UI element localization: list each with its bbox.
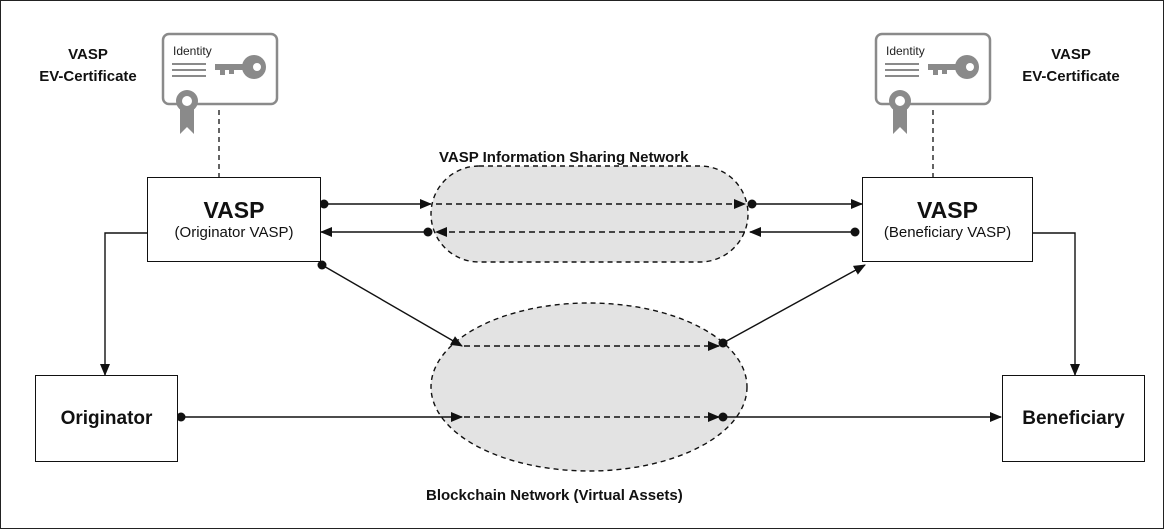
blockchain-network-ellipse [430, 302, 748, 472]
right-seal-icon [889, 90, 911, 134]
originator-node: Originator [35, 375, 178, 462]
left-certificate-label-line2: EV-Certificate [39, 68, 137, 85]
originator-vasp-subtitle: (Originator VASP) [174, 223, 294, 241]
originator-vasp-to-originator-connector [100, 228, 158, 376]
right-certificate-label: VASP EV-Certificate [996, 44, 1146, 88]
left-certificate-label-line1: VASP [68, 46, 108, 63]
originator-vasp-title: VASP [203, 196, 265, 223]
info-sharing-network-label: VASP Information Sharing Network [439, 149, 689, 166]
left-certificate-icon: Identity [161, 32, 279, 134]
right-certificate-identity-text: Identity [886, 44, 925, 58]
left-key-icon [215, 55, 266, 79]
blockchain-to-beneficiary-vasp-arrow [718, 264, 866, 348]
right-key-icon [928, 55, 979, 79]
blockchain-network-label: Blockchain Network (Virtual Assets) [426, 487, 683, 504]
originator-vasp-to-blockchain-arrow [317, 260, 463, 347]
beneficiary-vasp-title: VASP [917, 196, 978, 223]
left-certificate-identity-text: Identity [173, 44, 212, 58]
left-seal-icon [176, 90, 198, 134]
beneficiary-label: Beneficiary [1022, 407, 1125, 429]
beneficiary-vasp-to-beneficiary-connector [1022, 228, 1080, 376]
beneficiary-vasp-node: VASP (Beneficiary VASP) [862, 177, 1033, 262]
originator-vasp-node: VASP (Originator VASP) [147, 177, 321, 262]
right-certificate-icon: Identity [874, 32, 992, 134]
info-sharing-network-ellipse [430, 165, 749, 263]
left-certificate-label: VASP EV-Certificate [18, 44, 158, 88]
right-certificate-label-line1: VASP [1051, 46, 1091, 63]
beneficiary-node: Beneficiary [1002, 375, 1145, 462]
originator-label: Originator [60, 407, 153, 429]
beneficiary-vasp-subtitle: (Beneficiary VASP) [883, 223, 1012, 241]
right-certificate-label-line2: EV-Certificate [1022, 68, 1120, 85]
